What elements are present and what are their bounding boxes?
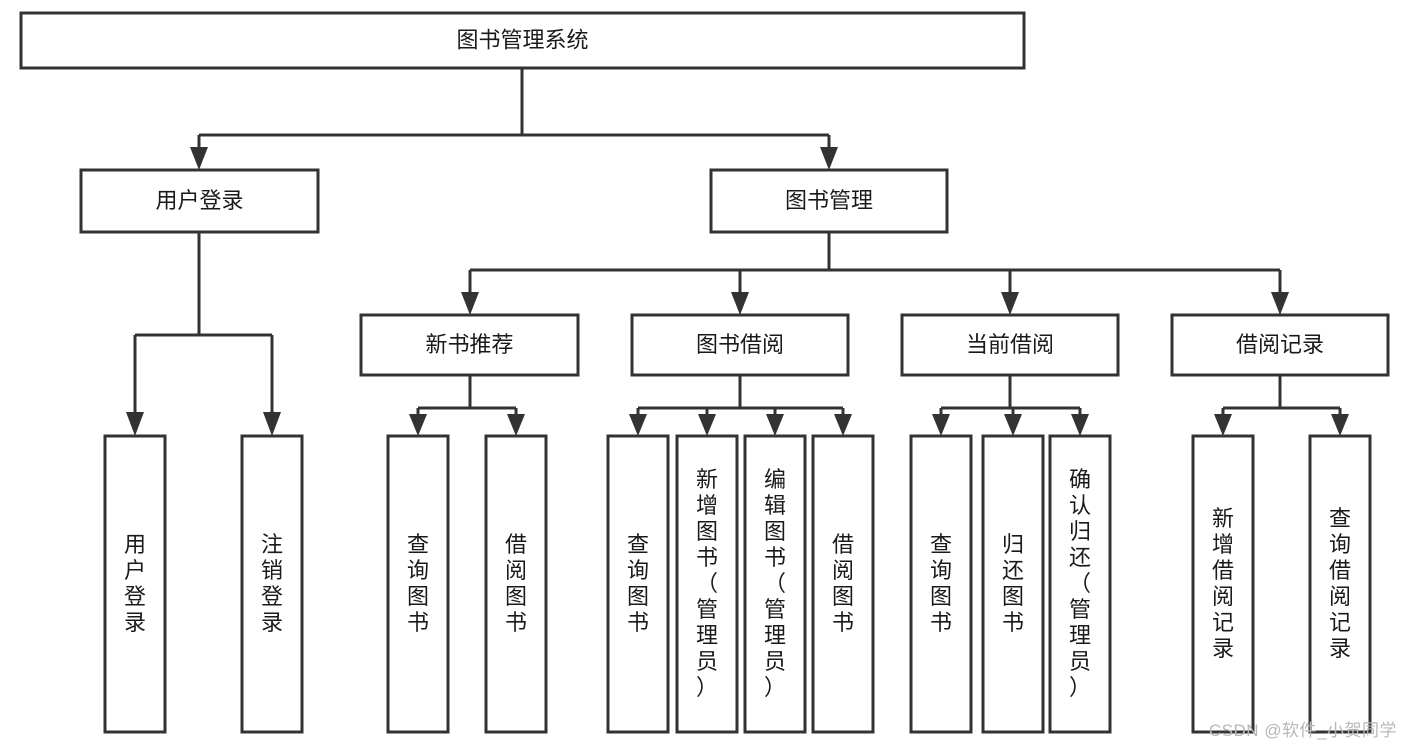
- node-box: [909, 434, 973, 734]
- node-box: [743, 434, 807, 734]
- node-layer: 图书管理系统用户登录图书管理新书推荐图书借阅当前借阅借阅记录用户登录注销登录查询…: [19, 11, 1390, 734]
- node-label: 当前借阅: [966, 332, 1054, 357]
- node-box: [630, 313, 850, 377]
- node-leaf-10[interactable]: 确认归还（管理员）: [1048, 434, 1112, 734]
- node-level2-2[interactable]: 当前借阅: [900, 313, 1120, 377]
- node-level1-1[interactable]: 图书管理: [709, 168, 949, 234]
- arrow-head-icon: [834, 414, 852, 436]
- arrow-head-icon: [1071, 414, 1089, 436]
- arrow-head-icon: [731, 292, 749, 315]
- arrow-head-icon: [190, 147, 208, 170]
- node-box: [709, 168, 949, 234]
- node-label: 用户登录: [124, 532, 146, 635]
- node-leaf-0[interactable]: 用户登录: [103, 434, 167, 734]
- node-leaf-12[interactable]: 查询借阅记录: [1308, 434, 1372, 734]
- node-level2-3[interactable]: 借阅记录: [1170, 313, 1390, 377]
- arrow-head-icon: [507, 414, 525, 436]
- node-box: [900, 313, 1120, 377]
- node-label: 查询借阅记录: [1329, 506, 1351, 661]
- node-label: 查询图书: [627, 532, 649, 635]
- node-label: 用户登录: [155, 188, 243, 213]
- node-box: [1191, 434, 1255, 734]
- arrow-head-icon: [629, 414, 647, 436]
- node-box: [359, 313, 580, 377]
- node-label: 借阅图书: [832, 532, 854, 635]
- arrow-head-icon: [1271, 292, 1289, 315]
- arrow-head-icon: [1001, 292, 1019, 315]
- node-label: 新增图书（管理员）: [696, 467, 718, 700]
- node-box: [981, 434, 1045, 734]
- arrow-head-icon: [263, 412, 281, 436]
- node-label: 确认归还（管理员）: [1069, 467, 1091, 700]
- arrow-head-icon: [1331, 414, 1349, 436]
- node-label: 借阅记录: [1236, 332, 1324, 357]
- arrow-head-icon: [766, 414, 784, 436]
- arrow-head-icon: [461, 292, 479, 315]
- node-box: [386, 434, 450, 734]
- arrow-head-icon: [932, 414, 950, 436]
- node-label: 归还图书: [1002, 532, 1024, 635]
- node-label: 查询图书: [930, 532, 952, 635]
- arrow-head-icon: [1214, 414, 1232, 436]
- arrow-head-icon: [1004, 414, 1022, 436]
- node-box: [811, 434, 875, 734]
- node-label: 借阅图书: [505, 532, 527, 635]
- node-label: 图书管理系统: [456, 27, 588, 52]
- node-box: [19, 11, 1026, 70]
- node-label: 编辑图书（管理员）: [764, 467, 786, 700]
- node-leaf-6[interactable]: 编辑图书（管理员）: [743, 434, 807, 734]
- node-root-0[interactable]: 图书管理系统: [19, 11, 1026, 70]
- node-leaf-4[interactable]: 查询图书: [606, 434, 670, 734]
- node-level2-0[interactable]: 新书推荐: [359, 313, 580, 377]
- node-leaf-2[interactable]: 查询图书: [386, 434, 450, 734]
- node-label: 新书推荐: [425, 332, 513, 357]
- connector-layer: [126, 68, 1349, 436]
- node-label: 注销登录: [261, 532, 283, 635]
- node-box: [484, 434, 548, 734]
- arrow-head-icon: [409, 414, 427, 436]
- node-label: 新增借阅记录: [1212, 506, 1234, 661]
- node-level2-1[interactable]: 图书借阅: [630, 313, 850, 377]
- node-level1-0[interactable]: 用户登录: [79, 168, 320, 234]
- node-label: 查询图书: [407, 532, 429, 635]
- node-box: [1170, 313, 1390, 377]
- node-leaf-11[interactable]: 新增借阅记录: [1191, 434, 1255, 734]
- node-box: [675, 434, 739, 734]
- arrow-head-icon: [698, 414, 716, 436]
- node-leaf-3[interactable]: 借阅图书: [484, 434, 548, 734]
- node-label: 图书管理: [785, 188, 873, 213]
- arrow-head-icon: [126, 412, 144, 436]
- node-leaf-8[interactable]: 查询图书: [909, 434, 973, 734]
- node-box: [103, 434, 167, 734]
- arrow-head-icon: [820, 147, 838, 170]
- node-leaf-5[interactable]: 新增图书（管理员）: [675, 434, 739, 734]
- node-box: [606, 434, 670, 734]
- node-box: [79, 168, 320, 234]
- node-leaf-9[interactable]: 归还图书: [981, 434, 1045, 734]
- node-leaf-7[interactable]: 借阅图书: [811, 434, 875, 734]
- node-box: [1308, 434, 1372, 734]
- node-label: 图书借阅: [696, 332, 784, 357]
- node-box: [1048, 434, 1112, 734]
- node-box: [240, 434, 304, 734]
- node-leaf-1[interactable]: 注销登录: [240, 434, 304, 734]
